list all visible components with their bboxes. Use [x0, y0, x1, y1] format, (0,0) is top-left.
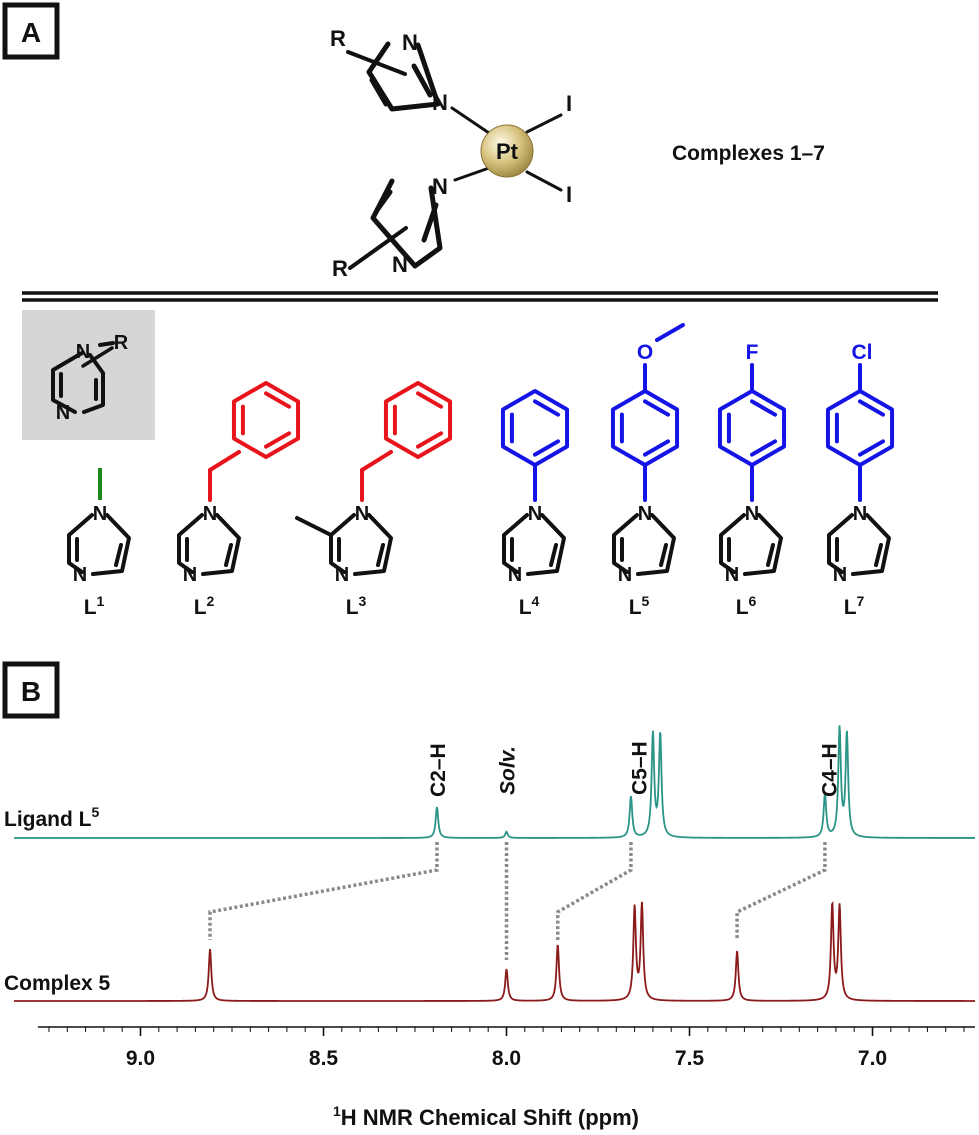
ligand-label-5: L5 — [629, 593, 650, 619]
ligand-label-1: L1 — [84, 593, 105, 619]
ligand-label-3: L3 — [346, 593, 367, 619]
ligand-label-letter: L — [519, 596, 532, 619]
ligand-7-n3: N — [833, 564, 847, 586]
complex-bottom-n1: N — [432, 174, 448, 199]
panel-b: B C2–H Solv. C5–H C4–H 9.0 8.5 8.0 7.5 7.0 Ligan… — [2, 661, 975, 1130]
ligand-6-substituent: F — [746, 341, 759, 364]
ligand-label-sup: 3 — [359, 593, 367, 609]
peak-label-2: Solv. — [497, 746, 520, 795]
x-tick-label: 8.5 — [309, 1047, 339, 1070]
panel-b-label-box — [2, 661, 60, 719]
ligand-label-sup: 1 — [97, 593, 105, 609]
spectrum-label-ligand-sup: 5 — [92, 804, 100, 820]
peak-label-3: C5–H — [628, 741, 651, 795]
ligand-6-n1: N — [745, 503, 759, 525]
pt-atom — [480, 124, 534, 178]
pt-atom-label: Pt — [496, 139, 519, 164]
ligand-7-substituent: Cl — [852, 341, 873, 364]
generic-structure-box — [22, 310, 155, 440]
ligand-label-4: L4 — [519, 593, 540, 619]
ligand-label-sup: 6 — [749, 593, 757, 609]
panel-b-label: B — [21, 676, 41, 707]
ligand-structure-5: N N O L5 — [610, 323, 685, 619]
ligand-label-sup: 5 — [642, 593, 650, 609]
ligand-4-n3: N — [508, 564, 522, 586]
complex-top-r: R — [330, 26, 346, 51]
x-tick-label: 8.0 — [492, 1047, 521, 1070]
spectrum-label-complex: Complex 5 — [4, 972, 111, 995]
ligand-1-n1: N — [93, 503, 107, 525]
complex-iodide-top: I — [566, 91, 572, 116]
peak-label-1: C2–H — [427, 743, 450, 797]
panel-a-label-box — [2, 2, 60, 60]
spectrum-label-ligand-text: Ligand L — [4, 808, 92, 831]
spectrum-trace-complex — [14, 900, 975, 1002]
ligand-label-2: L2 — [194, 593, 215, 619]
correlation-line — [735, 842, 827, 940]
complex-bottom-n3: N — [392, 252, 408, 277]
complex-top-n3: N — [402, 30, 418, 55]
ligand-label-sup: 4 — [532, 593, 540, 609]
correlation-line — [555, 842, 633, 940]
ligand-label-letter: L — [844, 596, 857, 619]
generic-n-top: N — [76, 341, 90, 363]
peak-label-4: C4–H — [819, 743, 842, 797]
ligand-6-n3: N — [725, 564, 739, 586]
ligand-3-n3: N — [335, 564, 349, 586]
ligand-label-letter: L — [346, 596, 359, 619]
complex-iodide-bottom: I — [566, 182, 572, 207]
ligand-4-n1: N — [528, 503, 542, 525]
correlation-line — [208, 842, 439, 940]
ligand-3-n1: N — [355, 503, 369, 525]
complex-bottom-r: R — [332, 256, 348, 281]
ligand-1-n3: N — [73, 564, 87, 586]
ligand-label-sup: 2 — [207, 593, 215, 609]
panel-a: A Pt N N R N N R — [2, 2, 938, 619]
ligand-label-sup: 7 — [857, 593, 865, 609]
x-axis-title: 1H NMR Chemical Shift (ppm) — [333, 1103, 639, 1130]
ligand-label-letter: L — [194, 596, 207, 619]
ligand-label-7: L7 — [844, 593, 865, 619]
ligand-5-substituent: O — [637, 341, 653, 364]
spectrum-trace-ligand — [14, 725, 975, 839]
ligand-label-letter: L — [84, 596, 97, 619]
x-tick-label: 7.0 — [858, 1047, 887, 1070]
ligand-5-n1: N — [638, 503, 652, 525]
nmr-plot: C2–H Solv. C5–H C4–H 9.0 8.5 8.0 7.5 7.0 — [14, 725, 975, 1070]
x-axis-title-text: H NMR Chemical Shift (ppm) — [341, 1105, 639, 1130]
generic-imidazole — [51, 341, 115, 414]
spectrum-label-ligand: Ligand L5 — [4, 804, 100, 831]
x-tick-label: 9.0 — [126, 1047, 155, 1070]
complex-top-n1: N — [432, 90, 448, 115]
ligand-7-n1: N — [853, 503, 867, 525]
panel-a-label: A — [21, 17, 41, 48]
ligand-2-n1: N — [203, 503, 217, 525]
ligand-5-n3: N — [618, 564, 632, 586]
ligand-label-6: L6 — [736, 593, 757, 619]
pt-complex-structure — [346, 41, 563, 270]
generic-r: R — [114, 332, 129, 354]
x-axis-title-sup: 1 — [333, 1103, 341, 1119]
ligand-2-n3: N — [183, 564, 197, 586]
complex-atom-labels: N N R N N R I I — [330, 26, 572, 281]
generic-n-bottom: N — [56, 402, 70, 424]
ligand-structure-6: N N F L6 — [717, 341, 787, 619]
ligand-label-letter: L — [736, 596, 749, 619]
ligand-label-letter: L — [629, 596, 642, 619]
x-tick-label: 7.5 — [675, 1047, 705, 1070]
complexes-caption: Complexes 1–7 — [672, 142, 825, 165]
